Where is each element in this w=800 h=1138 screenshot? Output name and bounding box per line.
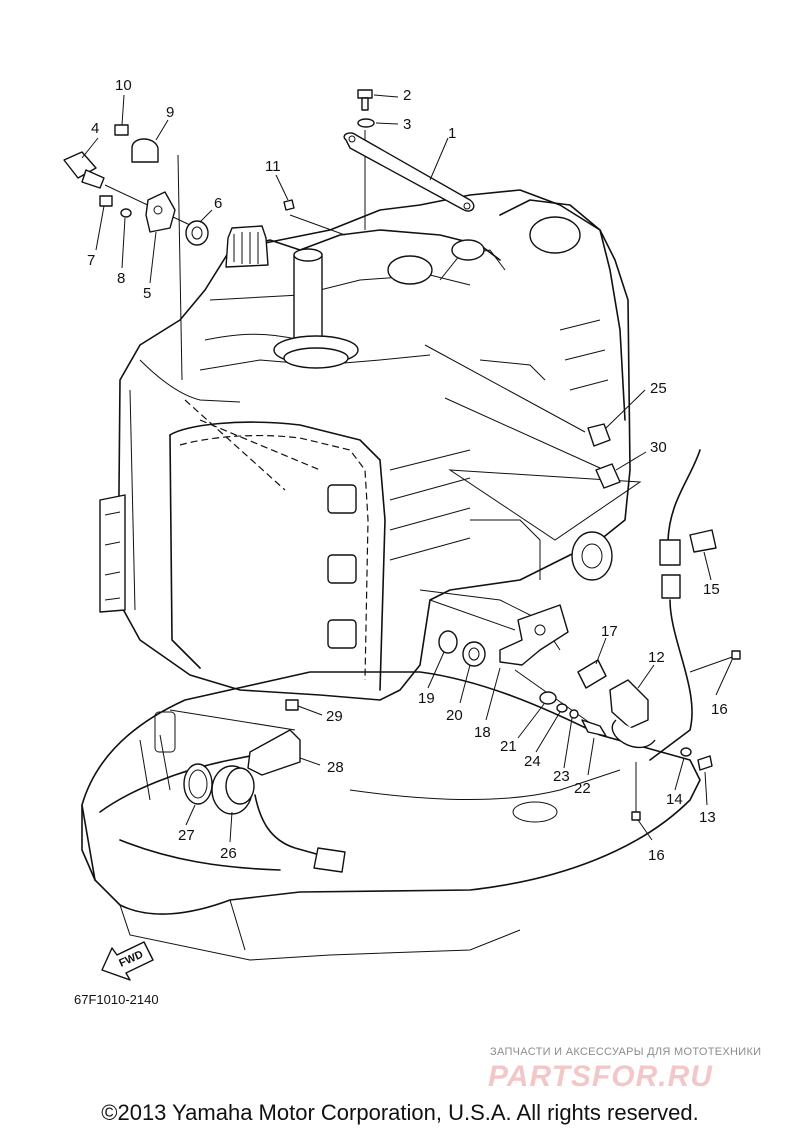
callout-3: 3 xyxy=(403,116,411,133)
callout-23: 23 xyxy=(553,768,570,785)
callout-21: 21 xyxy=(500,738,517,755)
callout-20: 20 xyxy=(446,707,463,724)
callout-25: 25 xyxy=(650,380,667,397)
callout-13: 13 xyxy=(699,809,716,826)
callout-28: 28 xyxy=(327,759,344,776)
callout-18: 18 xyxy=(474,724,491,741)
callout-17: 17 xyxy=(601,623,618,640)
callout-9: 9 xyxy=(166,104,174,121)
callout-22: 22 xyxy=(574,780,591,797)
lower-cowling xyxy=(81,671,701,961)
callout-15: 15 xyxy=(703,581,720,598)
callout-30: 30 xyxy=(650,439,667,456)
copyright-notice: ©2013 Yamaha Motor Corporation, U.S.A. A… xyxy=(101,1100,699,1125)
callout-19: 19 xyxy=(418,690,435,707)
diagram-part-number: 67F1010-2140 xyxy=(74,992,159,1007)
callout-11: 11 xyxy=(265,158,281,175)
callout-14: 14 xyxy=(666,791,683,808)
fwd-arrow: FWD xyxy=(101,941,154,981)
callout-10: 10 xyxy=(115,77,132,94)
watermark: ЗАПЧАСТИ И АКСЕССУАРЫ ДЛЯ МОТОТЕХНИКИ PA… xyxy=(488,1046,761,1093)
callout-16a: 16 xyxy=(711,701,728,718)
leader-lines xyxy=(81,94,733,843)
callout-5: 5 xyxy=(143,285,151,302)
callout-26: 26 xyxy=(220,845,237,862)
callout-7: 7 xyxy=(87,252,95,269)
callout-12: 12 xyxy=(648,649,665,666)
callout-6: 6 xyxy=(214,195,222,212)
callout-8: 8 xyxy=(117,270,125,287)
callout-27: 27 xyxy=(178,827,195,844)
watermark-tagline: ЗАПЧАСТИ И АКСЕССУАРЫ ДЛЯ МОТОТЕХНИКИ xyxy=(490,1046,761,1058)
callout-16b: 16 xyxy=(648,847,665,864)
parts xyxy=(63,89,741,873)
callout-1: 1 xyxy=(448,125,456,142)
engine-block xyxy=(99,189,631,701)
callout-labels: 1 2 3 4 5 6 7 8 9 10 11 12 13 14 15 16 1… xyxy=(87,77,728,864)
watermark-logo: PARTSFOR.RU xyxy=(488,1060,713,1093)
callout-29: 29 xyxy=(326,708,343,725)
callout-4: 4 xyxy=(91,120,99,137)
callout-2: 2 xyxy=(403,87,411,104)
callout-24: 24 xyxy=(524,753,541,770)
